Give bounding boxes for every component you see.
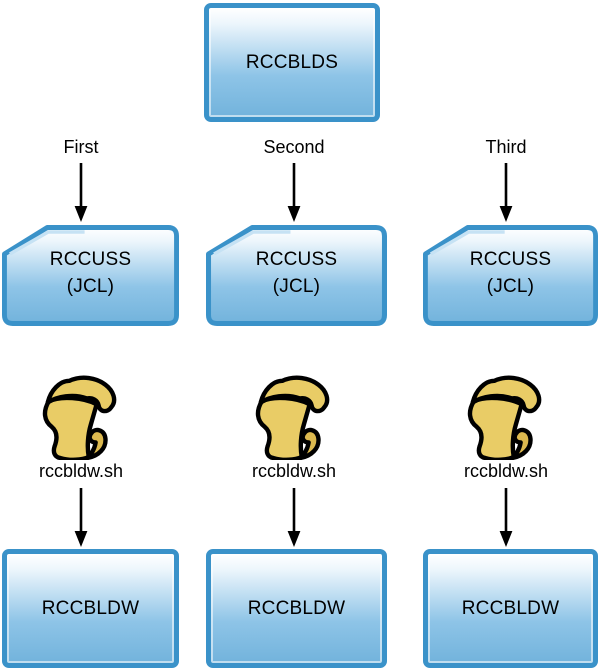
script-scroll-icon xyxy=(255,375,330,460)
jcl-label: (JCL) xyxy=(272,276,321,297)
rccuss-label: RCCUSS xyxy=(255,249,338,270)
notched-document-shape xyxy=(423,225,598,326)
notched-document-shape xyxy=(2,225,179,326)
script-scroll-icon xyxy=(42,375,117,460)
arrow-down-icon xyxy=(499,163,513,222)
rccblds-label: RCCBLDS xyxy=(245,51,339,73)
script-name-label: rccbldw.sh xyxy=(38,461,124,481)
rccbldw-label: RCCBLDW xyxy=(247,597,346,619)
script-name-label: rccbldw.sh xyxy=(251,461,337,481)
rccuss-jcl-box: RCCUSS (JCL) xyxy=(2,225,179,326)
rccbldw-box: RCCBLDW xyxy=(423,549,598,668)
rccbldw-box: RCCBLDW xyxy=(206,549,387,668)
rccbldw-label: RCCBLDW xyxy=(461,597,560,619)
rccuss-jcl-box: RCCUSS (JCL) xyxy=(423,225,598,326)
sequence-label: Second xyxy=(263,137,325,157)
rccuss-label: RCCUSS xyxy=(49,249,132,270)
jcl-label: (JCL) xyxy=(486,276,535,297)
notched-document-shape xyxy=(206,225,387,326)
sequence-label: First xyxy=(63,137,99,157)
jcl-label: (JCL) xyxy=(66,276,115,297)
arrow-down-icon xyxy=(74,163,88,222)
rccblds-box: RCCBLDS xyxy=(204,3,380,122)
rccbldw-box: RCCBLDW xyxy=(2,549,179,668)
script-name-label: rccbldw.sh xyxy=(463,461,549,481)
rccuss-label: RCCUSS xyxy=(469,249,552,270)
arrow-down-icon xyxy=(287,163,301,222)
rccuss-jcl-box: RCCUSS (JCL) xyxy=(206,225,387,326)
script-scroll-icon xyxy=(467,375,542,460)
arrow-down-icon xyxy=(287,488,301,547)
rccbldw-label: RCCBLDW xyxy=(41,597,140,619)
arrow-down-icon xyxy=(74,488,88,547)
sequence-label: Third xyxy=(485,137,527,157)
arrow-down-icon xyxy=(499,488,513,547)
